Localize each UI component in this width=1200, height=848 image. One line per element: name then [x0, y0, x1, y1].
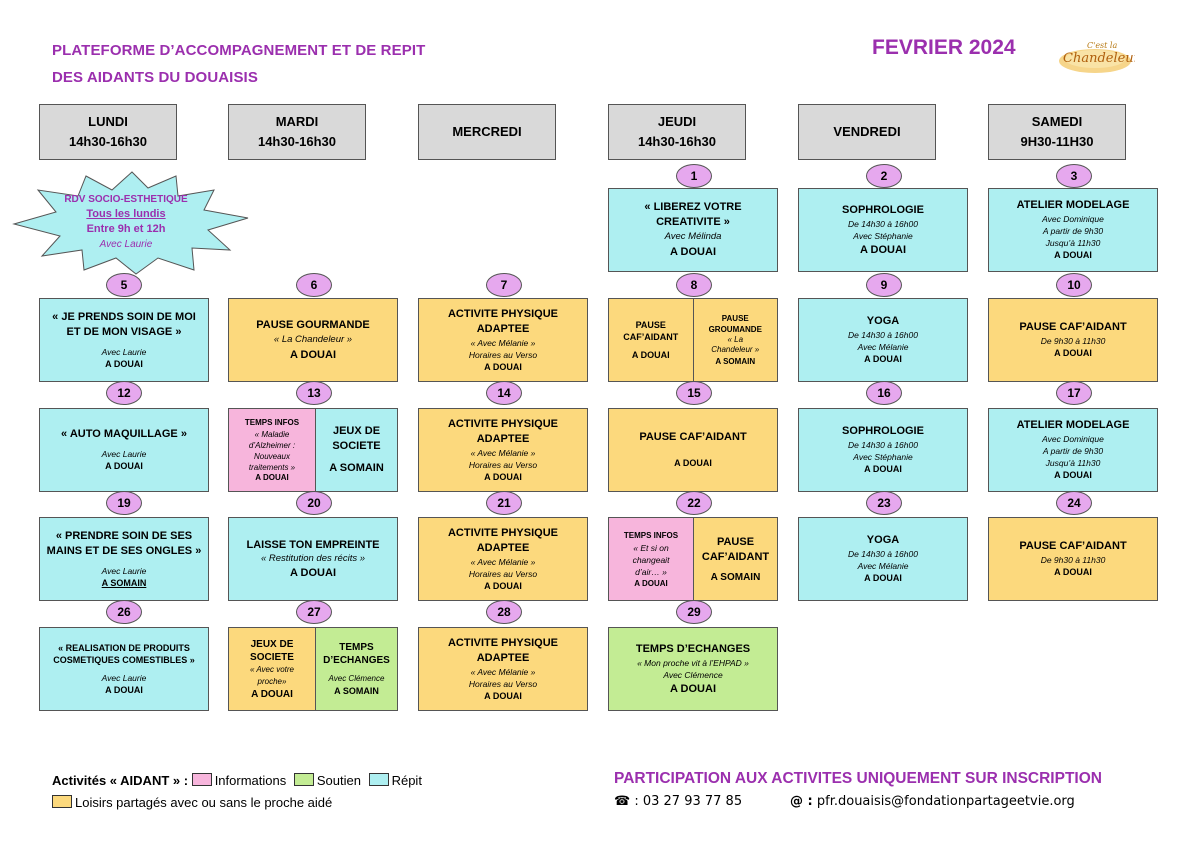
activity-card-29: TEMPS D’ECHANGES« Mon proche vit à l’EHP… — [608, 627, 778, 711]
date-circle: 3 — [1056, 164, 1092, 188]
legend-swatch-loisirs — [52, 795, 72, 808]
email-address: pfr.douaisis@fondationpartageetvie.org — [816, 794, 1075, 809]
legend-swatch-informations — [191, 773, 212, 786]
month-title: FEVRIER 2024 — [872, 36, 1016, 59]
date-circle: 24 — [1056, 491, 1092, 515]
date-circle: 20 — [296, 491, 332, 515]
phone-line: ☎ : 03 27 93 77 85 — [614, 794, 742, 809]
logo-text-main: Chandeleur — [1063, 51, 1135, 66]
activity-card-20: LAISSE TON EMPREINTE« Restitution des ré… — [228, 517, 398, 601]
date-circle: 15 — [676, 381, 712, 405]
activity-card-22: TEMPS INFOS « Et si on changeait d’air… … — [608, 517, 778, 601]
date-circle: 26 — [106, 600, 142, 624]
date-circle: 2 — [866, 164, 902, 188]
legend-repit: Répit — [391, 773, 422, 788]
legend-soutien: Soutien — [316, 773, 361, 788]
activity-card-27-right: TEMPS D’ECHANGES Avec Clémence A SOMAIN — [315, 628, 397, 710]
activity-card-22-left: TEMPS INFOS « Et si on changeait d’air… … — [609, 518, 693, 600]
email-icon: @ : — [790, 794, 813, 809]
date-circle: 10 — [1056, 273, 1092, 297]
activity-card-13: TEMPS INFOS « Maladie d’Alzheimer : Nouv… — [228, 408, 398, 492]
phone-icon: ☎ — [614, 794, 631, 809]
activity-card-6: PAUSE GOURMANDE« La Chandeleur »A DOUAI — [228, 298, 398, 382]
date-circle: 6 — [296, 273, 332, 297]
date-circle: 23 — [866, 491, 902, 515]
date-circle: 28 — [486, 600, 522, 624]
activity-card-27: JEUX DE SOCIETE « Avec votre proche» A D… — [228, 627, 398, 711]
email-line: @ : pfr.douaisis@fondationpartageetvie.o… — [790, 794, 1075, 809]
phone-number: : 03 27 93 77 85 — [634, 794, 743, 809]
date-circle: 5 — [106, 273, 142, 297]
date-circle: 27 — [296, 600, 332, 624]
legend-line-1: Activités « AIDANT » : Informations Sout… — [52, 773, 422, 788]
date-circle: 19 — [106, 491, 142, 515]
date-circle: 12 — [106, 381, 142, 405]
legend-informations: Informations — [214, 773, 287, 788]
starburst-badge — [12, 171, 249, 275]
legend-swatch-repit — [368, 773, 389, 786]
date-circle: 17 — [1056, 381, 1092, 405]
day-header-mercredi: MERCREDI — [418, 104, 556, 160]
legend-line-2: Loisirs partagés avec ou sans le proche … — [52, 795, 332, 810]
logo-text-top: C'est la — [1087, 41, 1117, 50]
legend-loisirs: Loisirs partagés avec ou sans le proche … — [75, 795, 333, 810]
legend-prefix: Activités « AIDANT » : — [52, 773, 189, 788]
activity-card-27-left: JEUX DE SOCIETE « Avec votre proche» A D… — [229, 628, 315, 710]
date-circle: 29 — [676, 600, 712, 624]
starburst-text: RDV SOCIO-ESTHETIQUE Tous les lundis Ent… — [64, 194, 188, 250]
date-circle: 8 — [676, 273, 712, 297]
date-circle: 7 — [486, 273, 522, 297]
day-header-vendredi: VENDREDI — [798, 104, 936, 160]
date-circle: 1 — [676, 164, 712, 188]
registration-notice: PARTICIPATION AUX ACTIVITES UNIQUEMENT S… — [614, 770, 1102, 787]
title-line-1: PLATEFORME D’ACCOMPAGNEMENT ET DE REPIT — [52, 42, 426, 59]
date-circle: 13 — [296, 381, 332, 405]
date-circle: 22 — [676, 491, 712, 515]
legend-swatch-soutien — [293, 773, 314, 786]
date-circle: 14 — [486, 381, 522, 405]
date-circle: 9 — [866, 273, 902, 297]
chandeleur-logo: C'est la Chandeleur — [1057, 34, 1141, 76]
date-circle: 21 — [486, 491, 522, 515]
activity-card-13-left: TEMPS INFOS « Maladie d’Alzheimer : Nouv… — [229, 409, 315, 491]
date-circle: 16 — [866, 381, 902, 405]
title-line-2: DES AIDANTS DU DOUAISIS — [52, 69, 258, 86]
